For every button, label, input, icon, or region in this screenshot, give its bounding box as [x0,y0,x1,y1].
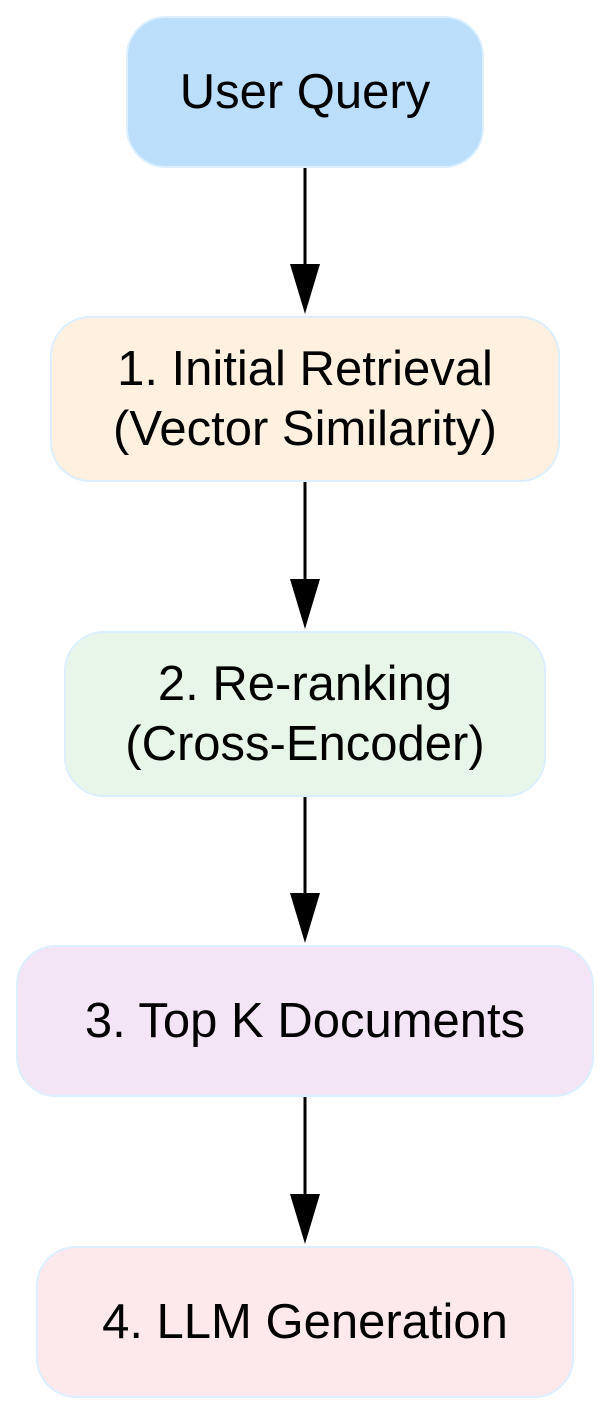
node-sublabel: (Cross-Encoder) [125,717,485,771]
edge-topk-to-generation [290,1097,320,1244]
node-label: User Query [179,65,431,119]
node-top-k-documents: 3. Top K Documents [16,945,594,1097]
node-label: 1. Initial Retrieval [117,342,493,396]
node-user-query: User Query [126,16,484,168]
edge-retrieval-to-reranking [290,482,320,629]
node-initial-retrieval: 1. Initial Retrieval (Vector Similarity) [50,316,560,482]
arrowhead-icon [290,579,320,629]
edge-query-to-retrieval [290,168,320,314]
node-label: 2. Re-ranking [157,657,453,711]
arrowhead-icon [290,1194,320,1244]
node-label: 3. Top K Documents [84,994,526,1048]
node-llm-generation: 4. LLM Generation [36,1246,574,1398]
node-label: 4. LLM Generation [102,1295,508,1349]
node-re-ranking: 2. Re-ranking (Cross-Encoder) [64,631,546,797]
edge-reranking-to-topk [290,797,320,943]
node-sublabel: (Vector Similarity) [113,402,497,456]
arrowhead-icon [290,893,320,943]
arrowhead-icon [290,264,320,314]
